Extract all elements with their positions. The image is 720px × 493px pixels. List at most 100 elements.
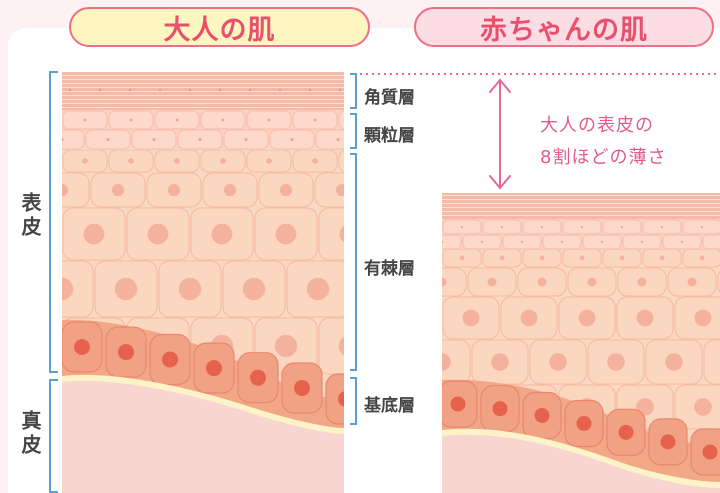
corneum-label: 角質層 <box>364 88 415 108</box>
cell-nucleus <box>587 277 597 287</box>
cell-nucleus <box>659 255 665 261</box>
skin-cell <box>442 339 471 385</box>
cell-nucleus <box>392 184 404 196</box>
dermis-label: 真皮 <box>18 410 42 458</box>
cell-nucleus <box>312 158 318 164</box>
cell-nucleus <box>306 277 330 301</box>
cell-nucleus <box>580 225 584 229</box>
cell-nucleus <box>520 240 524 244</box>
cell-nucleus <box>421 226 423 228</box>
cell-nucleus <box>223 183 237 197</box>
corneum-dot <box>308 88 312 92</box>
cell-nucleus <box>274 334 298 358</box>
cell-nucleus <box>106 137 110 142</box>
comparison-note-line1: 大人の表皮の <box>540 115 654 136</box>
basal-bracket <box>350 377 357 425</box>
cell-nucleus <box>175 118 179 122</box>
basal-nucleus <box>206 360 222 377</box>
skin-cell <box>383 208 445 260</box>
cell-nucleus <box>460 225 464 229</box>
cell-nucleus <box>401 241 403 243</box>
adult-skin-title: 大人の肌 <box>69 7 370 47</box>
cell-nucleus <box>198 137 202 142</box>
baby-granular-cells <box>383 219 720 250</box>
cell-nucleus <box>640 240 644 244</box>
cell-nucleus <box>335 183 344 197</box>
cell-nucleus <box>578 309 596 327</box>
cell-nucleus <box>459 255 465 261</box>
adult-dermis <box>62 380 344 493</box>
basal-nucleus <box>618 424 634 440</box>
cell-nucleus <box>420 256 425 261</box>
baby-skin-title: 赤ちゃんの肌 <box>414 7 714 47</box>
cell-nucleus <box>480 240 484 244</box>
cell-nucleus <box>619 255 625 261</box>
basal-nucleus <box>162 351 178 368</box>
cell-nucleus <box>403 335 425 357</box>
basal-nucleus <box>250 369 266 386</box>
granular-label: 顆粒層 <box>364 126 415 146</box>
skin-cell <box>702 234 720 250</box>
skin-cell <box>383 318 445 374</box>
granular-bracket <box>350 113 357 149</box>
cell-nucleus <box>358 158 364 164</box>
epidermis-label: 表皮 <box>18 192 42 240</box>
cell-nucleus <box>82 158 88 164</box>
cell-nucleus <box>147 223 169 245</box>
skin-cell <box>0 130 38 149</box>
basal-nucleus <box>294 380 310 397</box>
cell-nucleus <box>607 353 625 371</box>
cell-nucleus <box>462 309 480 327</box>
cell-nucleus <box>375 353 393 371</box>
cell-nucleus <box>680 240 684 244</box>
corneum-dot <box>338 88 342 92</box>
cell-nucleus <box>221 118 225 122</box>
skin-cell <box>703 339 720 385</box>
cell-nucleus <box>178 277 202 301</box>
cell-nucleus <box>174 158 180 164</box>
cell-nucleus <box>620 225 624 229</box>
baby-basal-cells <box>442 380 720 476</box>
skin-cell <box>314 172 344 208</box>
layer-brackets <box>350 73 357 425</box>
spinous-label: 有棘層 <box>364 259 415 279</box>
cell-nucleus <box>0 184 12 196</box>
cell-nucleus <box>687 277 697 287</box>
cell-nucleus <box>111 183 125 197</box>
cell-nucleus <box>539 255 545 261</box>
cell-nucleus <box>83 223 105 245</box>
cell-nucleus <box>19 335 41 357</box>
corneum-dot <box>218 88 222 92</box>
cell-nucleus <box>442 240 444 244</box>
skin-cell <box>318 317 344 375</box>
cell-nucleus <box>442 353 451 371</box>
cell-nucleus <box>700 225 704 229</box>
basal-nucleus <box>118 344 134 361</box>
cell-nucleus <box>36 158 42 164</box>
skin-cell <box>403 220 441 234</box>
cell-nucleus <box>129 118 133 122</box>
cell-nucleus <box>275 223 297 245</box>
thickness-arrow <box>489 78 511 190</box>
skin-cell <box>356 340 412 384</box>
baby-corneum-layer <box>442 193 720 219</box>
cell-nucleus <box>487 277 497 287</box>
basal-nucleus <box>576 415 592 431</box>
cell-nucleus <box>520 309 538 327</box>
skin-cell <box>385 297 441 339</box>
cell-nucleus <box>152 137 156 142</box>
cell-nucleus <box>279 183 293 197</box>
corneum-dot <box>278 88 282 92</box>
cell-nucleus <box>339 225 344 243</box>
cell-nucleus <box>600 240 604 244</box>
corneum-dot <box>188 88 192 92</box>
cell-nucleus <box>371 278 393 300</box>
baby-dermis <box>442 434 720 493</box>
cell-nucleus <box>38 119 41 122</box>
corneum-dot <box>68 88 72 92</box>
cell-nucleus <box>560 240 564 244</box>
cell-nucleus <box>665 353 683 371</box>
skin-cell <box>383 235 421 249</box>
skin-cell <box>442 267 467 297</box>
cell-nucleus <box>244 137 248 142</box>
